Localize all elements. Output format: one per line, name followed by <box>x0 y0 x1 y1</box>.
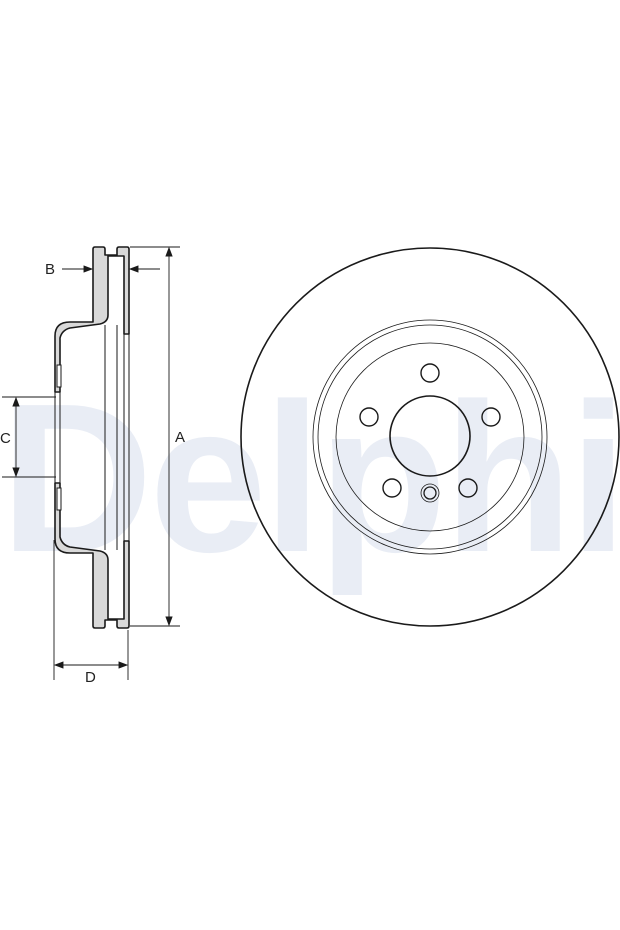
hat-inner-ring <box>335 342 525 532</box>
hat-ring-2 <box>317 324 543 550</box>
bolt-hole-top <box>420 363 440 383</box>
bolt-hole-upper-right <box>481 407 501 427</box>
locating-hole-outer <box>420 483 440 503</box>
center-bore <box>389 395 471 477</box>
dimension-b <box>62 265 160 273</box>
dimension-d <box>53 540 129 680</box>
delphi-watermark: Delphi <box>0 359 620 596</box>
dimension-c <box>2 396 56 478</box>
dimension-label-a: A <box>175 429 186 446</box>
disc-outer-edge <box>240 247 620 627</box>
dimension-a <box>130 246 180 627</box>
locating-hole-inner <box>423 486 437 500</box>
dimension-label-d: D <box>85 669 96 686</box>
cross-section-inner-lines <box>54 256 130 619</box>
dimension-label-c: C <box>0 430 11 447</box>
disc-front-view <box>240 247 620 627</box>
dimension-label-b: B <box>45 261 56 278</box>
bolt-hole-lower-right <box>458 478 478 498</box>
disc-cross-section <box>54 246 130 629</box>
bolt-hole-upper-left <box>359 407 379 427</box>
hat-outer-ring <box>312 319 548 555</box>
bolt-hole-lower-left <box>382 478 402 498</box>
